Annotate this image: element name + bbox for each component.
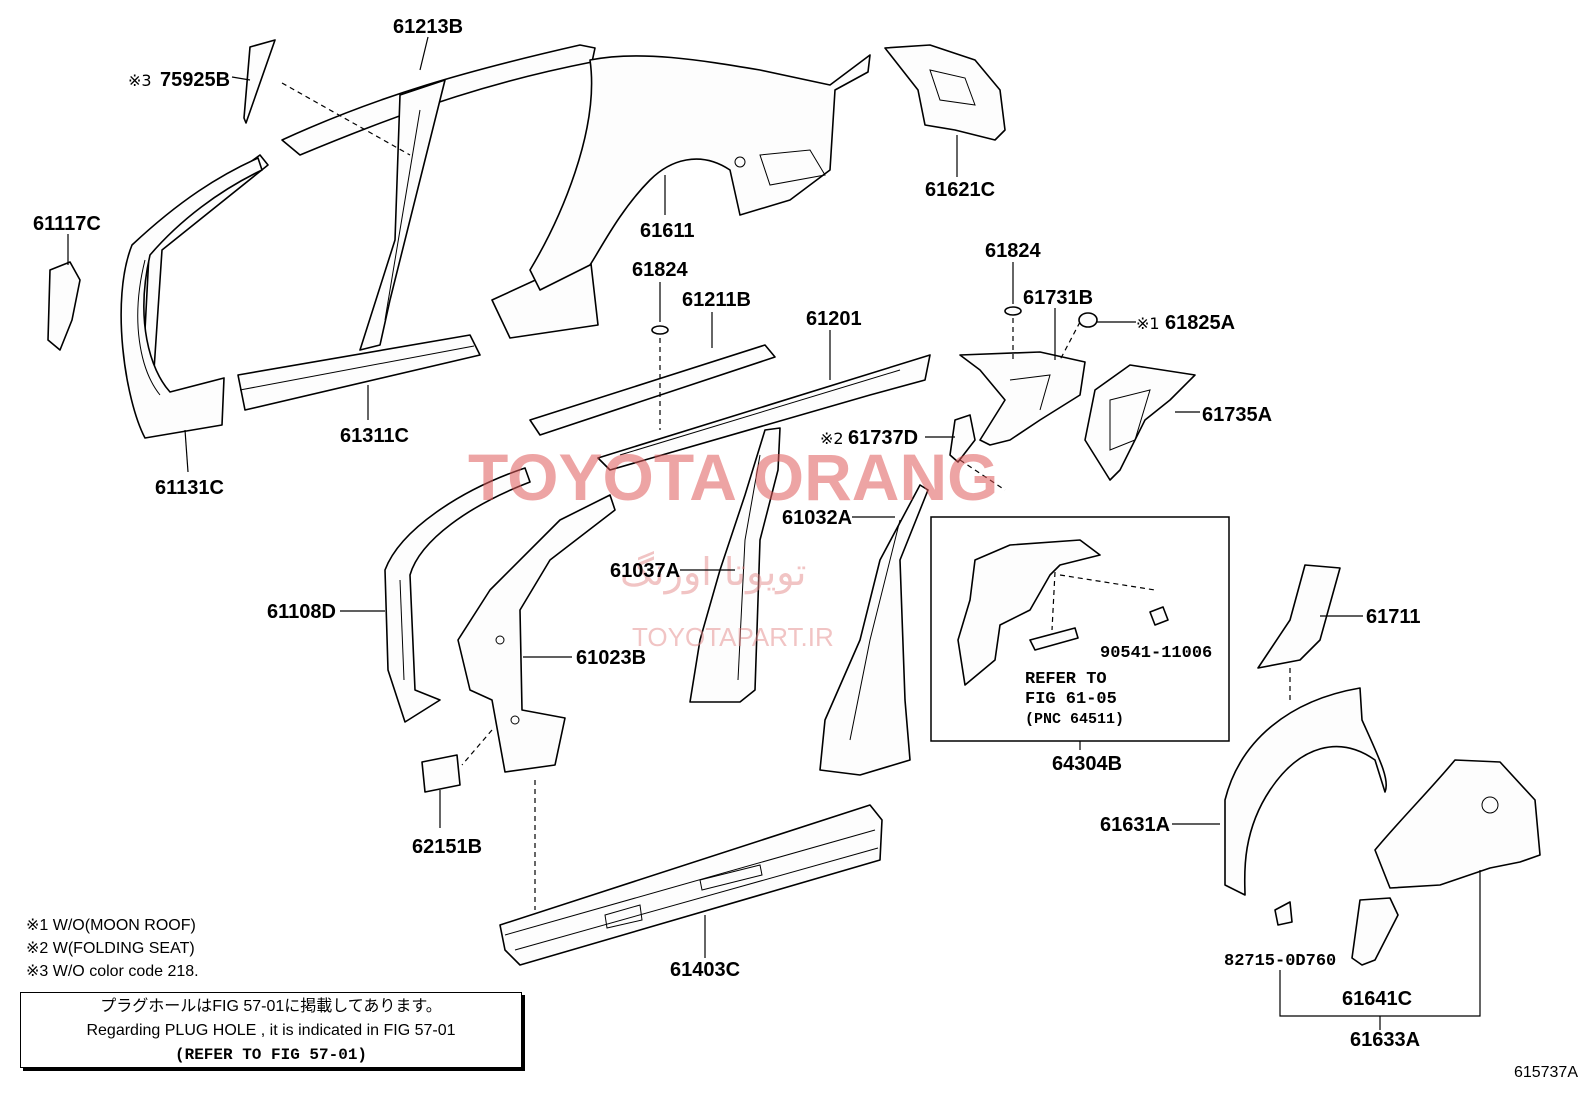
mark-61825A: ※1: [1136, 314, 1160, 333]
label-61213B: 61213B: [393, 16, 463, 38]
mark-61737D: ※2: [820, 429, 844, 448]
label-61211B: 61211B: [682, 289, 751, 311]
label-82715-0D760: 82715-0D760: [1224, 952, 1336, 971]
label-61711: 61711: [1366, 606, 1421, 628]
inset-refer-line-2: FIG 61-05: [1025, 690, 1117, 709]
plug-box-refer: (REFER TO FIG 57-01): [174, 1046, 368, 1064]
mark-75925B: ※3: [128, 71, 152, 90]
label-61108D: 61108D: [267, 601, 336, 623]
part-labels: 61213B ※3 75925B 61117C 61611 61621C 618…: [33, 16, 1421, 1051]
label-61824-b: 61824: [985, 240, 1041, 262]
label-61737D: 61737D: [848, 427, 918, 449]
footnote-3: ※3 W/O color code 218.: [26, 963, 199, 980]
rear-wheelhouse-upper-panel: [884, 44, 1006, 141]
side-frame-outer-assembly: [47, 39, 871, 439]
roof-side-rail-assembly: [529, 306, 1022, 471]
rocker-inner-panel: [499, 804, 883, 966]
label-61311C: 61311C: [340, 425, 409, 447]
label-61037A: 61037A: [610, 560, 680, 582]
quarter-inner-upper-panels: [949, 312, 1196, 481]
label-61611: 61611: [640, 220, 695, 242]
label-61131C: 61131C: [155, 477, 224, 499]
label-61735A: 61735A: [1202, 404, 1272, 426]
plug-box-english: Regarding PLUG HOLE , it is indicated in…: [86, 1022, 456, 1039]
label-61631A: 61631A: [1100, 814, 1170, 836]
label-61621C: 61621C: [925, 179, 995, 201]
label-61117C: 61117C: [33, 213, 101, 235]
label-61825A: 61825A: [1165, 312, 1235, 334]
footnotes: ※1 W/O(MOON ROOF) ※2 W(FOLDING SEAT) ※3 …: [26, 914, 199, 983]
label-62151B: 62151B: [412, 836, 482, 858]
plug-box-japanese: プラグホールはFIG 57-01に掲載してあります。: [100, 998, 442, 1015]
figure-code: 615737A: [1513, 1064, 1578, 1081]
inset-box-64304B: 90541-11006 REFER TO FIG 61-05 (PNC 6451…: [930, 516, 1230, 742]
label-61641C: 61641C: [1342, 988, 1412, 1010]
footnote-2: ※2 W(FOLDING SEAT): [26, 940, 195, 957]
inset-refer-line-3: (PNC 64511): [1025, 711, 1124, 728]
leader-lines: [67, 36, 1363, 958]
label-61824-a: 61824: [632, 259, 688, 281]
plug-hole-reference-box: プラグホールはFIG 57-01に掲載してあります。 Regarding PLU…: [20, 992, 522, 1068]
footnote-1: ※1 W/O(MOON ROOF): [26, 917, 196, 934]
label-61032A: 61032A: [782, 507, 852, 529]
label-75925B: 75925B: [160, 69, 230, 91]
inset-clip-label: 90541-11006: [1100, 644, 1212, 663]
label-61201: 61201: [806, 308, 862, 330]
connection-dashed-lines: [281, 82, 1291, 910]
label-61633A: 61633A: [1350, 1029, 1420, 1051]
center-pillar-assemblies: [384, 427, 929, 793]
label-61403C: 61403C: [670, 959, 740, 981]
label-61023B: 61023B: [576, 647, 646, 669]
watermark: TOYOTA ORANG تویوتا اورنگ TOYOTAPART.IR: [468, 440, 998, 652]
label-61731B: 61731B: [1023, 287, 1093, 309]
watermark-url: TOYOTAPART.IR: [632, 622, 834, 652]
watermark-persian: تویوتا اورنگ: [620, 550, 807, 595]
rear-wheelhouse-lower-assembly: [1224, 564, 1541, 1030]
label-64304B: 64304B: [1052, 753, 1122, 775]
watermark-main: TOYOTA ORANG: [468, 440, 998, 514]
inset-refer-line-1: REFER TO: [1025, 670, 1107, 689]
